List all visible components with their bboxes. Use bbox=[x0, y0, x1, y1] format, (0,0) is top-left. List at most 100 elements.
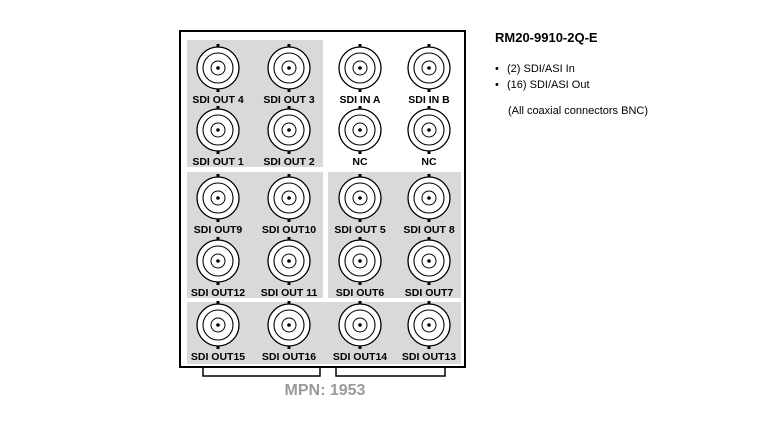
bnc-connector: SDI OUT 11 bbox=[261, 237, 317, 299]
bnc-pin bbox=[216, 259, 220, 263]
bnc-key bbox=[427, 281, 431, 285]
bnc-pin bbox=[358, 196, 362, 200]
bnc-middle-ring bbox=[202, 114, 234, 146]
bnc-middle-ring bbox=[273, 182, 305, 214]
bnc-pin bbox=[216, 323, 220, 327]
connector-label: SDI OUT7 bbox=[405, 287, 454, 299]
bnc-key bbox=[216, 345, 220, 349]
connector-label: SDI OUT15 bbox=[191, 351, 245, 363]
bnc-key bbox=[358, 345, 362, 349]
bnc-connector: SDI OUT7 bbox=[405, 237, 454, 299]
bnc-pin bbox=[287, 66, 291, 70]
bnc-key bbox=[216, 281, 220, 285]
mounting-tab-left bbox=[202, 367, 321, 377]
bnc-key bbox=[427, 218, 431, 222]
bnc-middle-ring bbox=[413, 245, 445, 277]
bnc-key bbox=[427, 88, 431, 92]
feature-item: (2) SDI/ASI In bbox=[495, 63, 648, 75]
bnc-key bbox=[287, 218, 291, 222]
bnc-connector: SDI OUT 8 bbox=[403, 174, 455, 236]
bnc-key bbox=[427, 150, 431, 154]
bnc-key bbox=[427, 301, 431, 305]
bnc-key bbox=[287, 150, 291, 154]
connector-label: NC bbox=[421, 156, 437, 168]
bnc-middle-ring bbox=[273, 52, 305, 84]
bnc-connector: SDI OUT 3 bbox=[263, 44, 315, 106]
bnc-connector: SDI OUT6 bbox=[336, 237, 385, 299]
bnc-middle-ring bbox=[202, 309, 234, 341]
bnc-connector: SDI OUT14 bbox=[333, 301, 387, 363]
bnc-key bbox=[287, 281, 291, 285]
bnc-pin bbox=[287, 128, 291, 132]
bnc-key bbox=[427, 44, 431, 48]
bnc-pin bbox=[427, 128, 431, 132]
bnc-key bbox=[287, 106, 291, 110]
bnc-key bbox=[358, 218, 362, 222]
bnc-connector: SDI OUT15 bbox=[191, 301, 245, 363]
bnc-connector: SDI OUT 2 bbox=[263, 106, 315, 168]
connector-note: (All coaxial connectors BNC) bbox=[508, 105, 648, 117]
bnc-key bbox=[358, 237, 362, 241]
bnc-pin bbox=[427, 259, 431, 263]
bnc-key bbox=[287, 301, 291, 305]
connector-label: SDI OUT 1 bbox=[192, 156, 244, 168]
bnc-key bbox=[358, 106, 362, 110]
bnc-key bbox=[287, 88, 291, 92]
bnc-connector: SDI OUT16 bbox=[262, 301, 316, 363]
bnc-key bbox=[216, 218, 220, 222]
bnc-connector: SDI IN B bbox=[407, 44, 451, 106]
connector-label: SDI IN A bbox=[339, 94, 380, 106]
bnc-connector: NC bbox=[338, 106, 382, 168]
connector-label: SDI OUT13 bbox=[402, 351, 456, 363]
connector-label: SDI OUT 2 bbox=[263, 156, 315, 168]
connector-label: SDI OUT 5 bbox=[334, 224, 386, 236]
bnc-middle-ring bbox=[413, 182, 445, 214]
bnc-pin bbox=[216, 196, 220, 200]
bnc-pin bbox=[358, 259, 362, 263]
feature-item: (16) SDI/ASI Out bbox=[495, 79, 648, 91]
connector-label: SDI OUT12 bbox=[191, 287, 245, 299]
bnc-key bbox=[216, 174, 220, 178]
bnc-key bbox=[287, 174, 291, 178]
bnc-key bbox=[427, 237, 431, 241]
bnc-middle-ring bbox=[273, 114, 305, 146]
feature-list: (2) SDI/ASI In (16) SDI/ASI Out bbox=[495, 63, 648, 91]
bnc-pin bbox=[216, 128, 220, 132]
bnc-connector: SDI OUT 1 bbox=[192, 106, 244, 168]
bnc-connector: SDI OUT12 bbox=[191, 237, 245, 299]
bnc-key bbox=[358, 174, 362, 178]
connector-label: SDI OUT6 bbox=[336, 287, 385, 299]
bnc-key bbox=[216, 237, 220, 241]
connector-label: NC bbox=[352, 156, 368, 168]
bnc-key bbox=[216, 44, 220, 48]
bnc-connector: SDI OUT9 bbox=[194, 174, 242, 236]
bnc-middle-ring bbox=[413, 114, 445, 146]
bnc-key bbox=[427, 345, 431, 349]
bnc-pin bbox=[287, 323, 291, 327]
connector-label: SDI OUT 4 bbox=[192, 94, 244, 106]
bnc-connector: SDI OUT 4 bbox=[192, 44, 244, 106]
connector-label: SDI OUT 3 bbox=[263, 94, 315, 106]
bnc-middle-ring bbox=[202, 245, 234, 277]
connector-label: SDI IN B bbox=[408, 94, 450, 106]
bnc-pin bbox=[427, 66, 431, 70]
bnc-pin bbox=[358, 128, 362, 132]
bnc-middle-ring bbox=[344, 182, 376, 214]
bnc-middle-ring bbox=[273, 245, 305, 277]
bnc-middle-ring bbox=[344, 309, 376, 341]
bnc-connector: SDI OUT10 bbox=[262, 174, 316, 236]
bnc-key bbox=[287, 237, 291, 241]
bnc-pin bbox=[216, 66, 220, 70]
bnc-middle-ring bbox=[273, 309, 305, 341]
connector-label: SDI OUT16 bbox=[262, 351, 316, 363]
bnc-pin bbox=[427, 196, 431, 200]
bnc-connector: SDI OUT13 bbox=[402, 301, 456, 363]
bnc-key bbox=[287, 44, 291, 48]
connector-label: SDI OUT10 bbox=[262, 224, 316, 236]
bnc-middle-ring bbox=[413, 52, 445, 84]
bnc-key bbox=[216, 150, 220, 154]
bnc-key bbox=[358, 301, 362, 305]
mpn-label: MPN: 1953 bbox=[285, 382, 366, 399]
bnc-middle-ring bbox=[344, 245, 376, 277]
model-title: RM20-9910-2Q-E bbox=[495, 30, 598, 45]
